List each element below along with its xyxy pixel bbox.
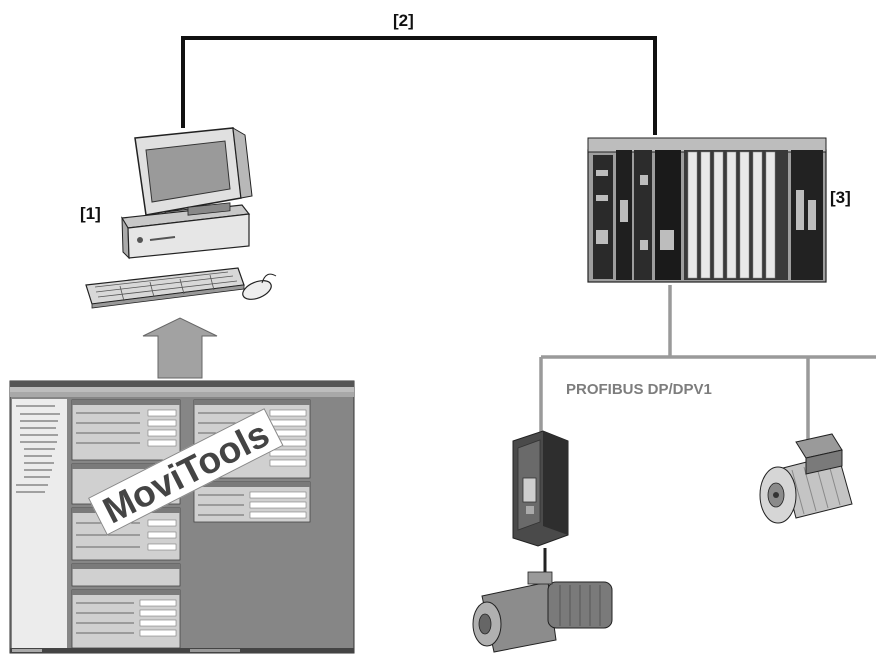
- movitools-screenshot: [9, 380, 355, 654]
- profibus-bus-lines: [539, 285, 876, 440]
- plc-label: [3]: [830, 188, 851, 207]
- pc-icon: [85, 127, 277, 309]
- plc-rack-icon: [587, 137, 827, 283]
- drive-inverter-icon: [512, 430, 569, 572]
- pc-label: [1]: [80, 204, 101, 223]
- profibus-label: PROFIBUS DP/DPV1: [566, 381, 712, 398]
- drive-motor-icon: [759, 433, 853, 524]
- link-line: [181, 36, 657, 135]
- gear-motor-icon: [472, 571, 613, 653]
- link-label: [2]: [393, 11, 414, 30]
- upload-arrow: [142, 317, 218, 379]
